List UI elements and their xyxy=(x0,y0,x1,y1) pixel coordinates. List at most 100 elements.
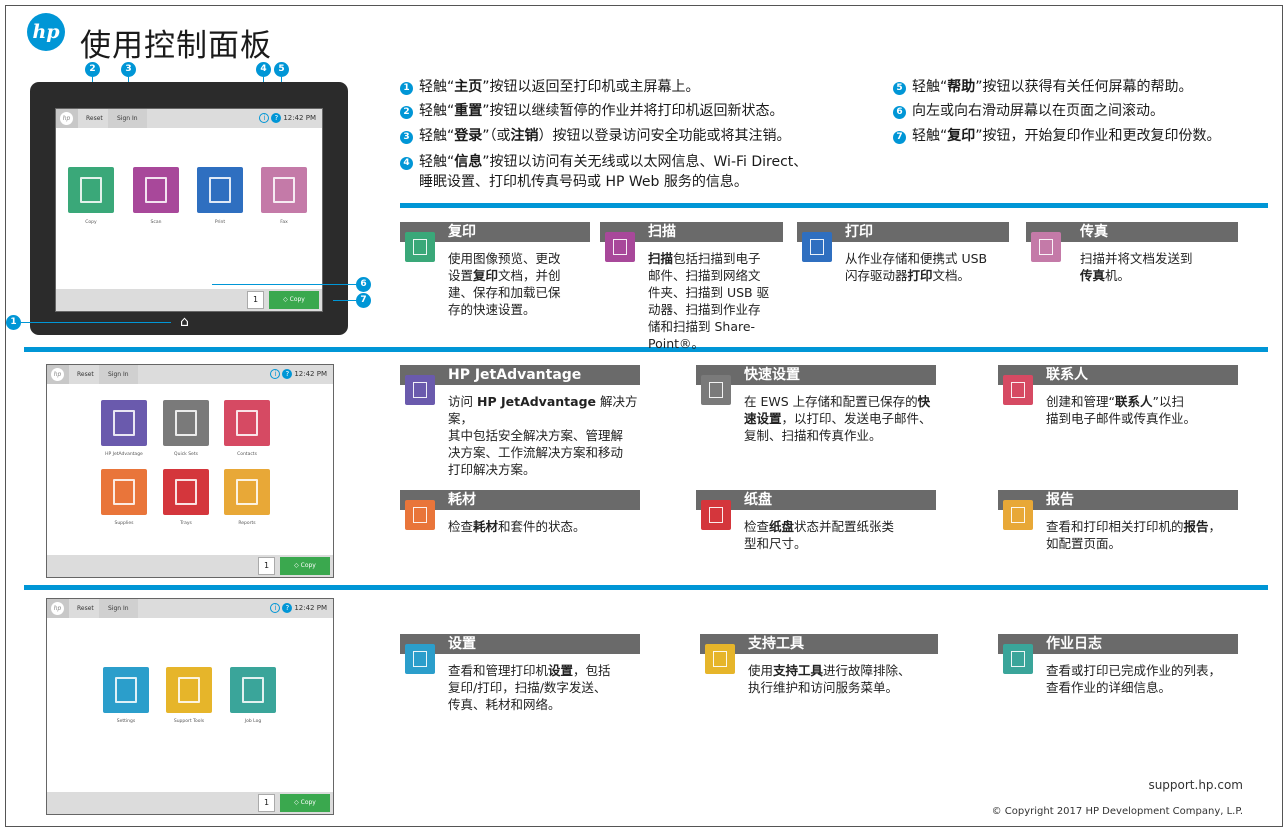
home-icon[interactable]: ⌂ xyxy=(180,314,189,330)
tools-icon xyxy=(705,644,735,674)
support-tools-tile[interactable] xyxy=(166,667,212,713)
contacts-tile[interactable] xyxy=(224,400,270,446)
tile-label: Quick Sets xyxy=(174,452,198,457)
trays-icon xyxy=(701,500,731,530)
sign-in-button[interactable]: Sign In xyxy=(99,599,138,618)
copies-field[interactable]: 1 xyxy=(258,794,275,812)
gear-icon xyxy=(405,644,435,674)
reports-icon xyxy=(1003,500,1033,530)
screen-page-3: hp Reset Sign In i?12:42 PM Settings Sup… xyxy=(46,598,334,815)
page-title: 使用控制面板 xyxy=(80,28,272,64)
reset-button[interactable]: Reset xyxy=(78,109,112,128)
scan-icon xyxy=(605,232,635,262)
fax-tile[interactable] xyxy=(261,167,307,213)
quick-sets-tile[interactable] xyxy=(163,400,209,446)
info-icon[interactable]: i xyxy=(259,113,270,123)
job-log-tile[interactable] xyxy=(230,667,276,713)
top-bar: hp Reset Sign In i?12:42 PM xyxy=(56,109,322,128)
reset-button[interactable]: Reset xyxy=(69,599,103,618)
cloud-icon xyxy=(405,375,435,405)
supplies-tile[interactable] xyxy=(101,469,147,515)
feature-job-log: 作业日志 查看或打印已完成作业的列表，查看作业的详细信息。 xyxy=(998,634,1238,704)
feature-supplies: 耗材 检查耗材和套件的状态。 xyxy=(400,490,640,550)
page-dots xyxy=(172,285,211,300)
tile-label: Trays xyxy=(180,521,192,526)
sign-in-button[interactable]: Sign In xyxy=(99,365,138,384)
callout-7: 7 xyxy=(356,293,371,308)
help-icon[interactable]: ? xyxy=(282,603,293,613)
printer-control-panel: hp Reset Sign In i?12:42 PM Copy Scan Pr… xyxy=(30,82,348,335)
help-icon[interactable]: ? xyxy=(271,113,282,123)
reset-button[interactable]: Reset xyxy=(69,365,103,384)
page-frame xyxy=(5,5,1283,827)
screen-page-2: hp Reset Sign In i?12:42 PM HP JetAdvant… xyxy=(46,364,334,578)
clock: 12:42 PM xyxy=(294,370,327,378)
quick-sets-icon xyxy=(701,375,731,405)
sign-in-button[interactable]: Sign In xyxy=(108,109,147,128)
callout-4: 4 xyxy=(256,62,271,77)
clock: 12:42 PM xyxy=(294,604,327,612)
copy-button[interactable]: ◇ Copy xyxy=(280,794,330,812)
callout-2: 2 xyxy=(85,62,100,77)
page-dots xyxy=(168,548,207,563)
feature-settings: 设置 查看和管理打印机设置，包括复印/打印，扫描/数字发送、传真、耗材和网络。 xyxy=(400,634,640,719)
print-tile[interactable] xyxy=(197,167,243,213)
callout-1: 1 xyxy=(6,315,21,330)
tile-label: HP JetAdvantage xyxy=(105,452,143,457)
separator-2 xyxy=(24,585,1268,590)
copy-icon xyxy=(405,232,435,262)
home-logo-button[interactable]: hp xyxy=(47,365,69,384)
home-logo-button[interactable]: hp xyxy=(56,109,78,128)
tile-label: Supplies xyxy=(114,521,134,526)
feature-support-tools: 支持工具 使用支持工具进行故障排除、执行维护和访问服务菜单。 xyxy=(700,634,938,704)
scan-label: Scan xyxy=(150,220,162,225)
hp-logo: hp xyxy=(27,13,65,51)
scan-tile[interactable] xyxy=(133,167,179,213)
feature-trays: 纸盘 检查纸盘状态并配置纸张类型和尺寸。 xyxy=(696,490,936,560)
settings-tile[interactable] xyxy=(103,667,149,713)
home-screen: hp Reset Sign In i?12:42 PM Copy Scan Pr… xyxy=(55,108,323,312)
page-dots xyxy=(168,784,207,799)
reports-tile[interactable] xyxy=(224,469,270,515)
fax-icon xyxy=(1031,232,1061,262)
feature-contacts: 联系人 创建和管理“联系人”以扫描到电子邮件或传真作业。 xyxy=(998,365,1238,435)
callout-5: 5 xyxy=(274,62,289,77)
separator-1 xyxy=(24,347,1268,352)
callout-6: 6 xyxy=(356,277,371,292)
copy-button[interactable]: ◇ Copy xyxy=(280,557,330,575)
bottom-bar: 1 ◇ Copy xyxy=(56,289,322,311)
supplies-icon xyxy=(405,500,435,530)
copy-button[interactable]: ◇ Copy xyxy=(269,291,319,309)
trays-tile[interactable] xyxy=(163,469,209,515)
help-icon[interactable]: ? xyxy=(282,369,293,379)
feature-quick-sets: 快速设置 在 EWS 上存储和配置已保存的快速设置，以打印、发送电子邮件、复制、… xyxy=(696,365,936,445)
feature-scan: 扫描 扫描包括扫描到电子邮件、扫描到网络文件夹、扫描到 USB 驱动器、扫描到作… xyxy=(600,222,783,351)
info-icon[interactable]: i xyxy=(270,369,281,379)
tile-label: Support Tools xyxy=(173,719,205,724)
copies-field[interactable]: 1 xyxy=(247,291,264,309)
fax-label: Fax xyxy=(280,220,288,225)
tile-label: Reports xyxy=(238,521,256,526)
feature-jetadvantage: HP JetAdvantage 访问 HP JetAdvantage 解决方案，… xyxy=(400,365,640,477)
feature-fax: 传真 扫描并将文档发送到传真机。 xyxy=(1026,222,1238,292)
copyright: © Copyright 2017 HP Development Company,… xyxy=(991,806,1243,817)
callout-3: 3 xyxy=(121,62,136,77)
tile-label: Contacts xyxy=(237,452,257,457)
info-icon[interactable]: i xyxy=(270,603,281,613)
home-logo-button[interactable]: hp xyxy=(47,599,69,618)
jetadvantage-tile[interactable] xyxy=(101,400,147,446)
tile-label: Settings xyxy=(116,719,136,724)
support-url[interactable]: support.hp.com xyxy=(1148,778,1243,792)
copy-tile[interactable] xyxy=(68,167,114,213)
print-label: Print xyxy=(214,220,226,225)
tile-label: Job Log xyxy=(244,719,262,724)
contacts-icon xyxy=(1003,375,1033,405)
print-icon xyxy=(802,232,832,262)
copies-field[interactable]: 1 xyxy=(258,557,275,575)
